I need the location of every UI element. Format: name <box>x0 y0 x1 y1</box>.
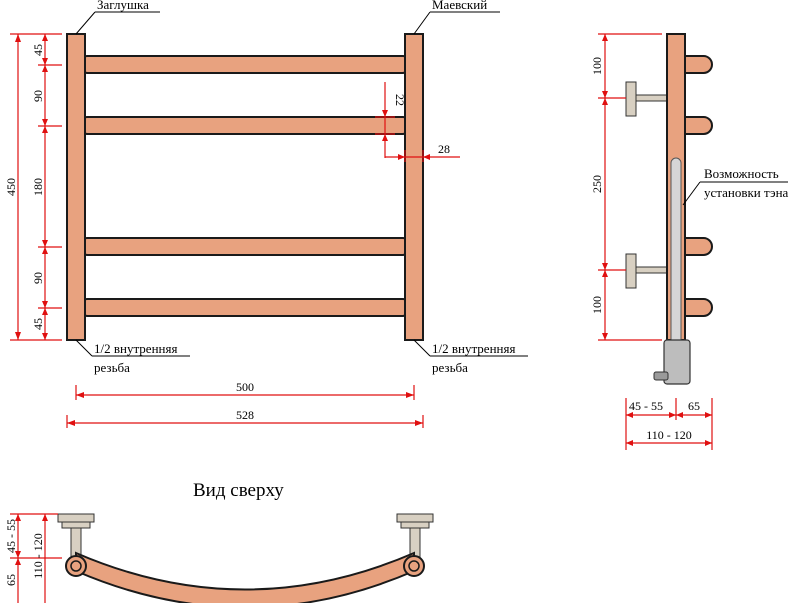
thread-left-label-1: 1/2 внутренняя <box>94 341 177 356</box>
dim-seg-4: 90 <box>31 272 45 284</box>
dim-top-total: 110 - 120 <box>31 533 45 579</box>
top-flange-left-base <box>61 521 91 529</box>
top-view-title: Вид сверху <box>193 480 284 501</box>
top-curved-bar <box>75 551 415 603</box>
heater-element <box>670 157 682 345</box>
heater-plug <box>653 371 669 381</box>
side-bracket-top-arm <box>635 94 669 102</box>
top-flange-right <box>396 513 434 523</box>
dim-total-width: 528 <box>236 408 254 422</box>
cap-label: Заглушка <box>97 0 149 12</box>
front-view: Заглушка Маевский 1/2 внутренняя резьба … <box>4 0 528 428</box>
dim-top-offset: 45 - 55 <box>4 519 18 553</box>
side-view: Возможность установки тэна 100 250 100 4… <box>590 33 789 450</box>
cap-leader <box>75 11 96 35</box>
dim-side-middle: 250 <box>590 175 604 193</box>
thread-left-label-2: резьба <box>94 360 130 375</box>
pipe-diameter-dim: 22 <box>375 82 407 158</box>
heater-leader <box>682 181 701 206</box>
dim-side-top: 100 <box>590 57 604 75</box>
top-view: Вид сверху 45 - 55 110 - 120 65 <box>4 480 434 603</box>
dim-pipe-diameter: 22 <box>393 94 407 106</box>
side-bracket-bottom-arm <box>635 266 669 274</box>
dim-top-depth: 65 <box>4 574 18 586</box>
front-vertical-dims: 450 45 90 180 90 45 <box>4 33 62 341</box>
top-riser-left <box>65 555 87 577</box>
dim-seg-3: 180 <box>31 178 45 196</box>
valve-label: Маевский <box>432 0 487 12</box>
top-vertical-dims: 45 - 55 110 - 120 65 <box>4 513 62 603</box>
front-bar-3 <box>78 237 412 256</box>
dim-seg-2: 90 <box>31 90 45 102</box>
side-horizontal-dims: 45 - 55 65 110 - 120 <box>625 398 713 450</box>
front-left-riser <box>66 33 86 341</box>
top-riser-right <box>403 555 425 577</box>
front-bar-1 <box>78 55 412 74</box>
front-right-riser <box>404 33 424 341</box>
dim-side-bottom: 100 <box>590 296 604 314</box>
heater-housing <box>663 339 691 385</box>
front-bar-2 <box>78 116 412 135</box>
top-flange-right-base <box>400 521 430 529</box>
dim-axis-width: 500 <box>236 380 254 394</box>
dim-side-offset: 45 - 55 <box>629 399 663 413</box>
front-horizontal-dims: 500 528 <box>66 380 424 428</box>
dim-total-height: 450 <box>4 178 18 196</box>
dim-seg-1: 45 <box>31 44 45 56</box>
dim-riser-width: 28 <box>438 142 450 156</box>
thread-right-label-1: 1/2 внутренняя <box>432 341 515 356</box>
valve-leader <box>413 11 431 35</box>
front-bar-4 <box>78 298 412 317</box>
thread-left-leader <box>75 339 93 357</box>
thread-right-label-2: резьба <box>432 360 468 375</box>
top-flange-left <box>57 513 95 523</box>
dim-side-depth: 65 <box>688 399 700 413</box>
riser-width-dim: 28 <box>385 142 460 162</box>
side-vertical-dims: 100 250 100 <box>590 33 662 341</box>
dim-side-total: 110 - 120 <box>646 428 692 442</box>
side-bracket-bottom-plate <box>625 253 637 289</box>
heater-label-2: установки тэна <box>704 185 789 200</box>
dim-seg-5: 45 <box>31 318 45 330</box>
side-bracket-top-plate <box>625 81 637 117</box>
heater-label-1: Возможность <box>704 166 779 181</box>
thread-right-leader <box>413 339 431 357</box>
